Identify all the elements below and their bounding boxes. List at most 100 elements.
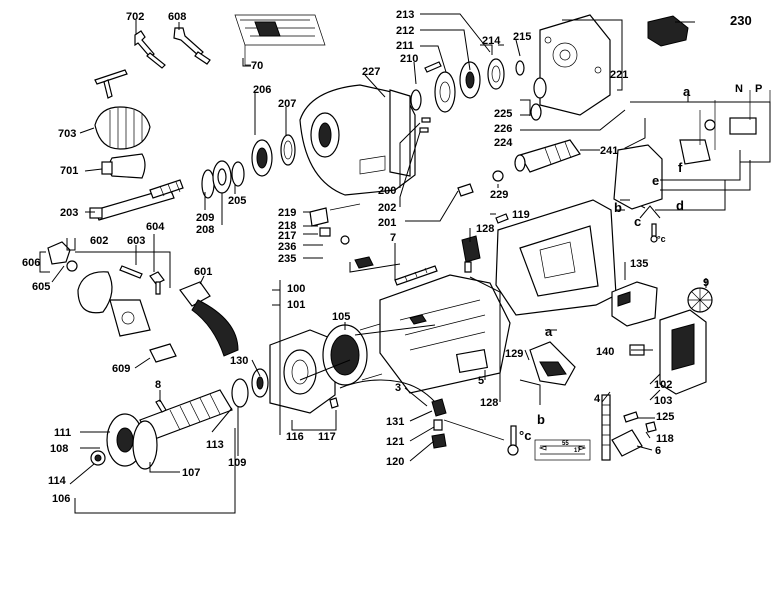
label-701: 701 — [60, 165, 78, 177]
knob-606 — [47, 241, 71, 265]
label-230: 230 — [730, 13, 752, 28]
screw-603 — [119, 265, 143, 279]
plug-609 — [149, 343, 177, 363]
label-215: 215 — [513, 31, 531, 43]
label-120: 120 — [386, 456, 404, 468]
label-101: 101 — [287, 299, 305, 311]
label-plate-5 — [455, 349, 489, 373]
spring-washer-213 — [424, 61, 442, 73]
chuck-key-part — [94, 69, 128, 99]
label-606: 606 — [22, 257, 40, 269]
label-131: 131 — [386, 416, 404, 428]
label-609: 609 — [112, 363, 130, 375]
label-128-lower: 128 — [480, 397, 498, 409]
label-205: 205 — [228, 195, 246, 207]
label-604: 604 — [146, 221, 165, 233]
label-209: 209 — [196, 212, 214, 224]
label-a-top: a — [683, 84, 691, 99]
label-106: 106 — [52, 493, 70, 505]
label-116: 116 — [286, 431, 304, 443]
label-c-schematic: c — [634, 214, 641, 229]
washer-210 — [410, 89, 422, 111]
sleeve-201 — [457, 183, 474, 197]
part-labels: 702 608 70 213 212 211 214 215 230 210 2… — [22, 9, 762, 505]
wrench-608 — [173, 27, 211, 65]
label-degc-top: °c — [657, 234, 666, 244]
label-e-schematic: e — [652, 173, 659, 188]
motor-housing-100 — [379, 274, 511, 394]
label-P: P — [755, 83, 762, 95]
label-229: 229 — [490, 189, 508, 201]
label-121: 121 — [386, 436, 404, 448]
spindle-203 — [89, 179, 184, 221]
label-608: 608 — [168, 11, 186, 23]
gear-207 — [280, 134, 296, 166]
label-70: 70 — [251, 60, 263, 72]
label-d-schematic: d — [676, 198, 684, 213]
label-128-upper: 128 — [476, 223, 494, 235]
label-7: 7 — [390, 232, 396, 244]
label-605: 605 — [32, 281, 50, 293]
label-140: 140 — [596, 346, 614, 358]
ring-205 — [231, 161, 245, 187]
field-housing-116 — [269, 329, 336, 414]
label-135: 135 — [630, 258, 648, 270]
label-125: 125 — [656, 411, 674, 423]
label-114: 114 — [48, 475, 67, 487]
label-dim-17: 17 — [574, 448, 581, 454]
wing-screw-604 — [149, 271, 165, 295]
gear-211 — [434, 71, 456, 113]
label-118: 118 — [656, 433, 674, 445]
label-N: N — [735, 83, 743, 95]
electronic-module-9 — [687, 287, 713, 313]
label-6: 6 — [655, 445, 661, 457]
switch-cover-230 — [647, 15, 689, 47]
label-703: 703 — [58, 128, 76, 140]
grip-cover-102-103 — [659, 309, 707, 395]
gearbox-cover-221 — [539, 14, 611, 116]
bearing-206 — [251, 139, 273, 177]
label-602: 602 — [90, 235, 108, 247]
baffle-107 — [132, 420, 158, 470]
gear-212 — [459, 61, 481, 99]
brush-holder-128a — [461, 235, 481, 273]
depth-stop-clamp-6 — [611, 429, 643, 457]
nut-605 — [66, 260, 78, 272]
label-111: 111 — [54, 427, 71, 439]
label-206: 206 — [253, 84, 271, 96]
label-226: 226 — [494, 123, 512, 135]
pin-200 — [421, 117, 431, 123]
temp-sensor-bottom — [443, 419, 519, 456]
label-102: 102 — [654, 379, 672, 391]
switch-module-135 — [611, 281, 658, 327]
chuck-adapter-701 — [101, 153, 146, 179]
label-225: 225 — [494, 108, 512, 120]
label-109: 109 — [228, 457, 246, 469]
label-3: 3 — [395, 382, 401, 394]
label-129: 129 — [505, 348, 523, 360]
label-218: 218 — [278, 220, 296, 232]
bearing-109 — [231, 378, 249, 408]
label-219: 219 — [278, 207, 296, 219]
gear-214 — [487, 58, 505, 90]
label-214: 214 — [482, 35, 501, 47]
label-601: 601 — [194, 266, 212, 278]
label-212: 212 — [396, 25, 414, 37]
label-210: 210 — [400, 53, 418, 65]
label-4: 4 — [594, 393, 601, 405]
label-236: 236 — [278, 241, 296, 253]
ring-215 — [515, 60, 525, 76]
label-603: 603 — [127, 235, 145, 247]
drill-chuck-703 — [94, 106, 151, 150]
label-113: 113 — [206, 439, 224, 451]
screw-117 — [329, 397, 339, 409]
switch-body-129 — [529, 341, 576, 386]
label-108: 108 — [50, 443, 68, 455]
gear-housing-227 — [299, 84, 416, 196]
label-b-schematic: b — [614, 200, 622, 215]
bearing-114 — [90, 450, 106, 466]
cable-3 — [339, 379, 436, 403]
label-235: 235 — [278, 253, 296, 265]
hammer-housing-detail-70 — [234, 14, 326, 66]
